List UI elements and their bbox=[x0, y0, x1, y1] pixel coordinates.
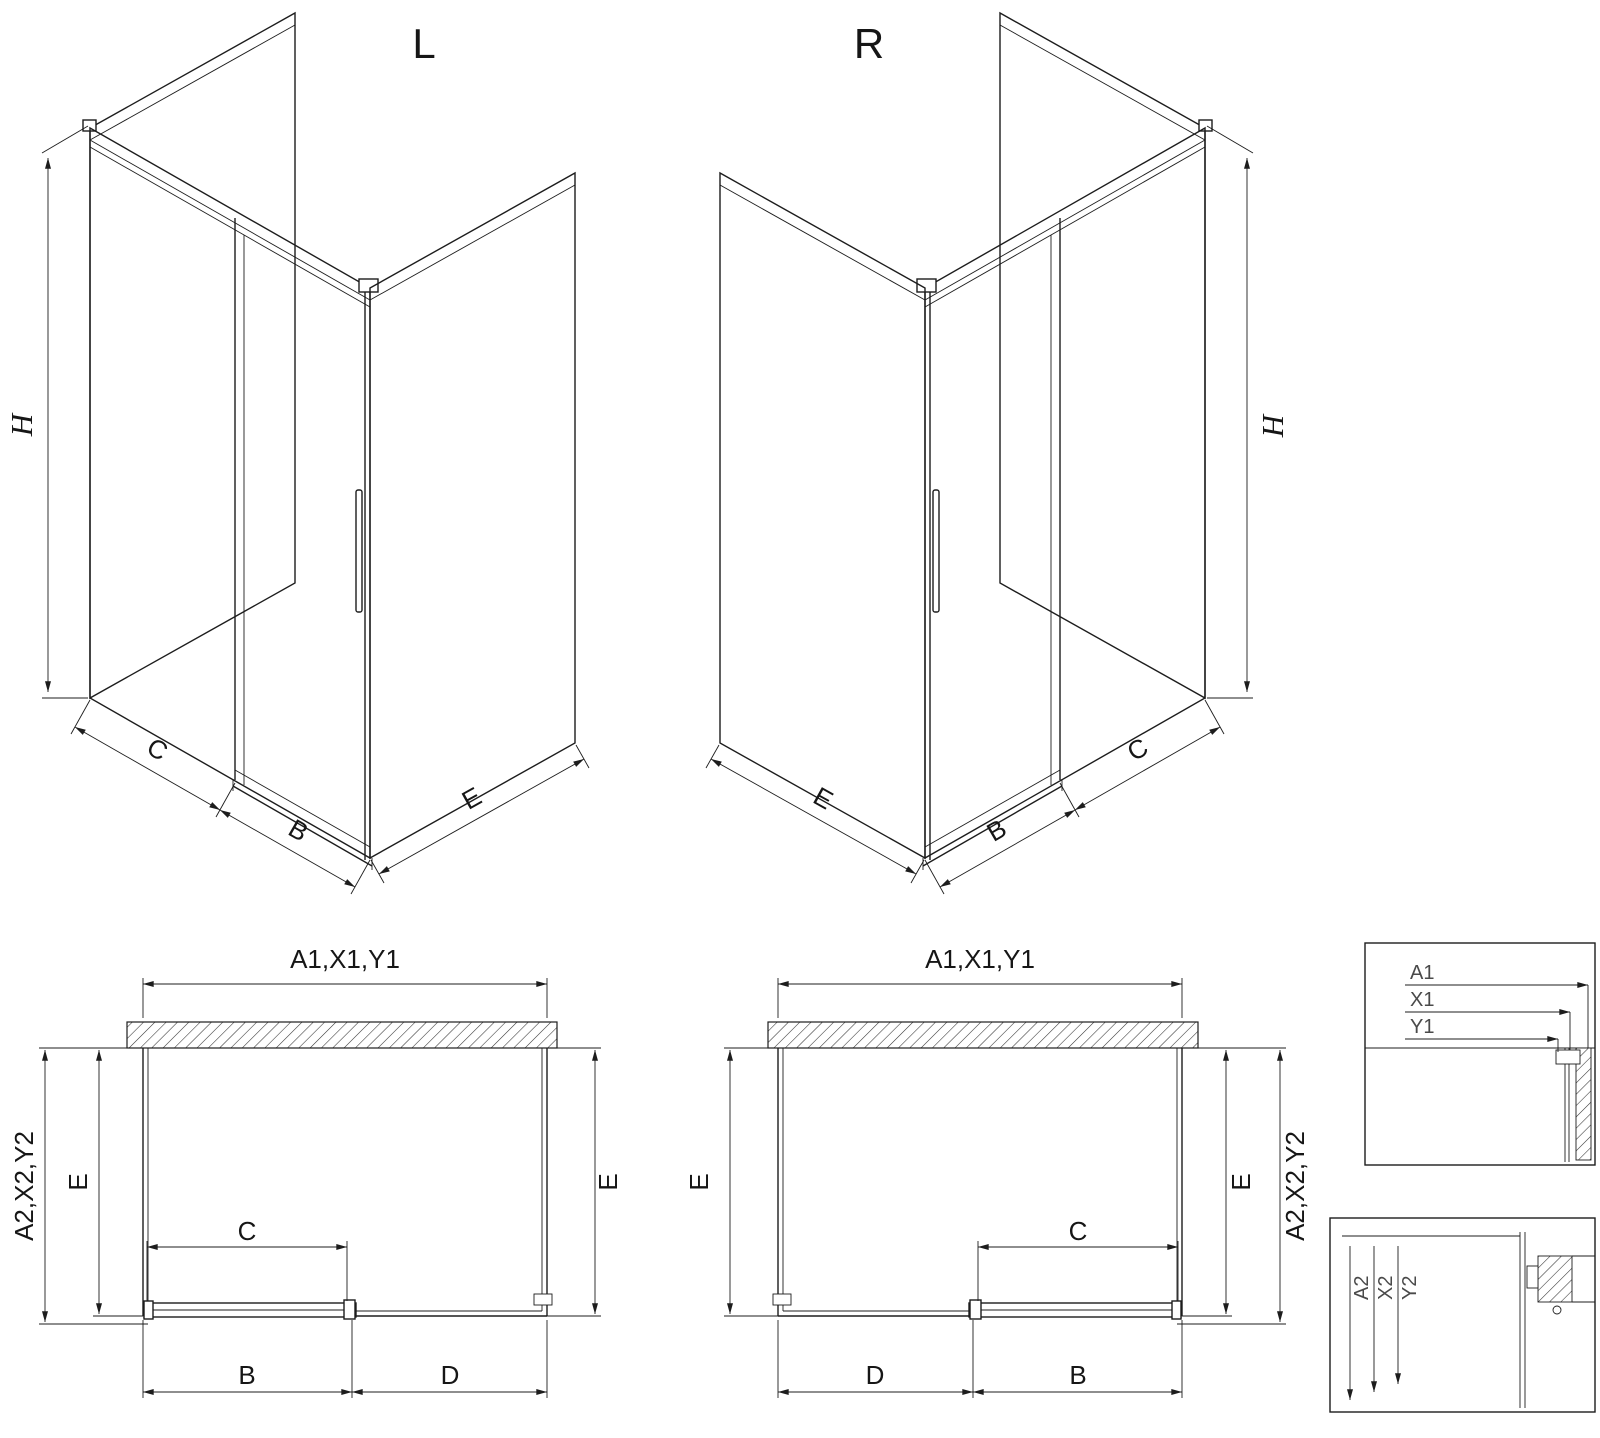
detail-label-y2: Y2 bbox=[1399, 1276, 1421, 1300]
wall-section-right bbox=[767, 1021, 1199, 1049]
dim-label-c-left: C bbox=[238, 1216, 257, 1246]
dim-label-depth-outer-right: A2,X2,Y2 bbox=[1280, 1131, 1310, 1241]
detail-frame-top bbox=[1364, 942, 1596, 1166]
plan-view-right: A1,X1,Y1 A2,X2,Y2 E E C B D bbox=[684, 944, 1310, 1398]
dim-label-b-left: B bbox=[238, 1360, 255, 1390]
detail-section-plan: A2 X2 Y2 bbox=[1329, 1217, 1596, 1413]
iso-geometry-right bbox=[706, 13, 1253, 894]
iso-geometry-left bbox=[42, 13, 589, 894]
detail-section-elevation: A1 X1 Y1 bbox=[1364, 942, 1596, 1166]
dim-label-c-right: C bbox=[1069, 1216, 1088, 1246]
dim-label-e-left-left: E bbox=[63, 1173, 93, 1190]
view-title-left: L bbox=[412, 20, 435, 67]
iso-view-left: L H C B E bbox=[4, 13, 589, 894]
detail-label-a2: A2 bbox=[1351, 1276, 1373, 1300]
detail-label-a1: A1 bbox=[1410, 962, 1434, 984]
iso-view-right: R H C B E bbox=[706, 13, 1291, 894]
detail-label-y1: Y1 bbox=[1410, 1016, 1434, 1038]
dim-label-side-right: E bbox=[809, 781, 839, 816]
wall-hatch-detail-bottom bbox=[1537, 1255, 1573, 1303]
fastener-mark bbox=[1552, 1305, 1562, 1315]
dim-label-d-right: D bbox=[866, 1360, 885, 1390]
dim-label-e-right-right: E bbox=[1226, 1173, 1256, 1190]
wall-hatch-detail-top bbox=[1575, 1047, 1592, 1161]
wall-section-left bbox=[126, 1021, 558, 1049]
dim-label-width-top-left: A1,X1,Y1 bbox=[290, 944, 400, 974]
dim-label-d-left: D bbox=[441, 1360, 460, 1390]
dim-label-e-left-right: E bbox=[684, 1173, 714, 1190]
profile-bracket bbox=[1555, 1049, 1581, 1065]
detail-frame-bottom bbox=[1329, 1217, 1596, 1413]
detail-label-x2: X2 bbox=[1375, 1276, 1397, 1300]
dim-label-b-right: B bbox=[1069, 1360, 1086, 1390]
dim-label-depth-outer-left: A2,X2,Y2 bbox=[9, 1131, 39, 1241]
detail-label-x1: X1 bbox=[1410, 989, 1434, 1011]
view-title-right: R bbox=[854, 20, 884, 67]
dim-label-side-left: E bbox=[457, 781, 487, 816]
plan-view-left: A1,X1,Y1 A2,X2,Y2 E E C B D bbox=[9, 944, 623, 1398]
dim-label-height-left: H bbox=[4, 412, 39, 437]
dim-label-width-top-right: A1,X1,Y1 bbox=[925, 944, 1035, 974]
profile-clamp bbox=[1526, 1265, 1539, 1289]
dim-label-fixed-left: C bbox=[142, 732, 173, 767]
dim-label-e-right-left: E bbox=[593, 1173, 623, 1190]
dim-label-fixed-right: C bbox=[1122, 732, 1153, 767]
dim-label-height-right: H bbox=[1256, 413, 1291, 438]
